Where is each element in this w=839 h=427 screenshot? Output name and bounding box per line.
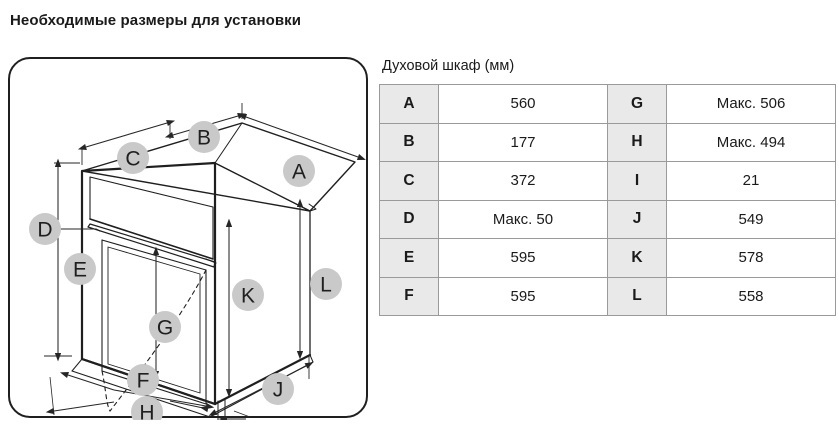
dimension-value: Макс. 494 — [666, 122, 836, 162]
dimension-value: 595 — [438, 238, 608, 278]
dimension-value: 372 — [438, 161, 608, 201]
callout-bubble — [283, 155, 315, 187]
dimension-callout-layer: ABCDEFGHIJKL — [29, 121, 342, 420]
callout-bubble — [188, 121, 220, 153]
callout-label: J — [273, 379, 284, 402]
dimension-callout-c: C — [117, 142, 149, 174]
dimension-value: 558 — [666, 276, 836, 316]
dimension-callout-g: G — [149, 311, 181, 343]
callout-label: E — [73, 259, 87, 282]
callout-bubble — [29, 213, 61, 245]
dimension-key: L — [607, 276, 667, 316]
diagram-panel: ABCDEFGHIJKL — [8, 57, 368, 420]
table-row: A 560 G Макс. 506 — [379, 84, 836, 124]
dimension-callout-k: K — [232, 279, 264, 311]
callout-bubble — [310, 268, 342, 300]
table-row: B 177 H Макс. 494 — [379, 122, 836, 162]
callout-label: C — [125, 148, 140, 171]
dimension-key: E — [379, 238, 439, 278]
table-row: D Макс. 50 J 549 — [379, 199, 836, 239]
dimension-key: H — [607, 122, 667, 162]
dimension-callout-b: B — [188, 121, 220, 153]
dimension-callout-f: F — [127, 364, 159, 396]
callout-label: G — [157, 317, 173, 340]
dimension-key: F — [379, 276, 439, 316]
dimension-callout-d: D — [29, 213, 61, 245]
dimension-key: G — [607, 84, 667, 124]
table-row: C 372 I 21 — [379, 161, 836, 201]
table-row: E 595 K 578 — [379, 238, 836, 278]
callout-bubble — [127, 364, 159, 396]
page-title: Необходимые размеры для установки — [10, 12, 302, 29]
dimension-key: J — [607, 199, 667, 239]
dimension-callout-h: H — [131, 396, 163, 420]
dimension-callout-j: J — [262, 373, 294, 405]
callout-label: A — [292, 161, 306, 184]
dimension-value: 578 — [666, 238, 836, 278]
dimension-value: Макс. 506 — [666, 84, 836, 124]
dimension-value: 595 — [438, 276, 608, 316]
callout-bubble — [149, 311, 181, 343]
dimensions-table: A 560 G Макс. 506 B 177 H Макс. 494 C 37… — [379, 84, 836, 316]
dimension-callout-l: L — [310, 268, 342, 300]
callout-label: K — [241, 285, 255, 308]
dimension-value: 560 — [438, 84, 608, 124]
dimension-key: D — [379, 199, 439, 239]
callout-label: B — [197, 127, 211, 150]
dimension-key: K — [607, 238, 667, 278]
dimension-value: 549 — [666, 199, 836, 239]
dimension-value: Макс. 50 — [438, 199, 608, 239]
dimensions-table-body: A 560 G Макс. 506 B 177 H Макс. 494 C 37… — [379, 84, 836, 316]
callout-bubble — [64, 253, 96, 285]
dimension-key: A — [379, 84, 439, 124]
callout-bubble — [262, 373, 294, 405]
callout-label: L — [320, 274, 332, 297]
dimension-value: 21 — [666, 161, 836, 201]
dimension-callout-a: A — [283, 155, 315, 187]
table-caption: Духовой шкаф (мм) — [382, 58, 515, 74]
dimension-key: I — [607, 161, 667, 201]
callout-bubble — [117, 142, 149, 174]
dimension-key: C — [379, 161, 439, 201]
callout-label: F — [137, 370, 150, 393]
callout-bubble — [131, 396, 163, 420]
dimension-callout-e: E — [64, 253, 96, 285]
callout-label: D — [37, 219, 52, 242]
table-row: F 595 L 558 — [379, 276, 836, 316]
callout-label: H — [139, 402, 154, 421]
dimension-value: 177 — [438, 122, 608, 162]
callout-bubble — [232, 279, 264, 311]
dimension-key: B — [379, 122, 439, 162]
